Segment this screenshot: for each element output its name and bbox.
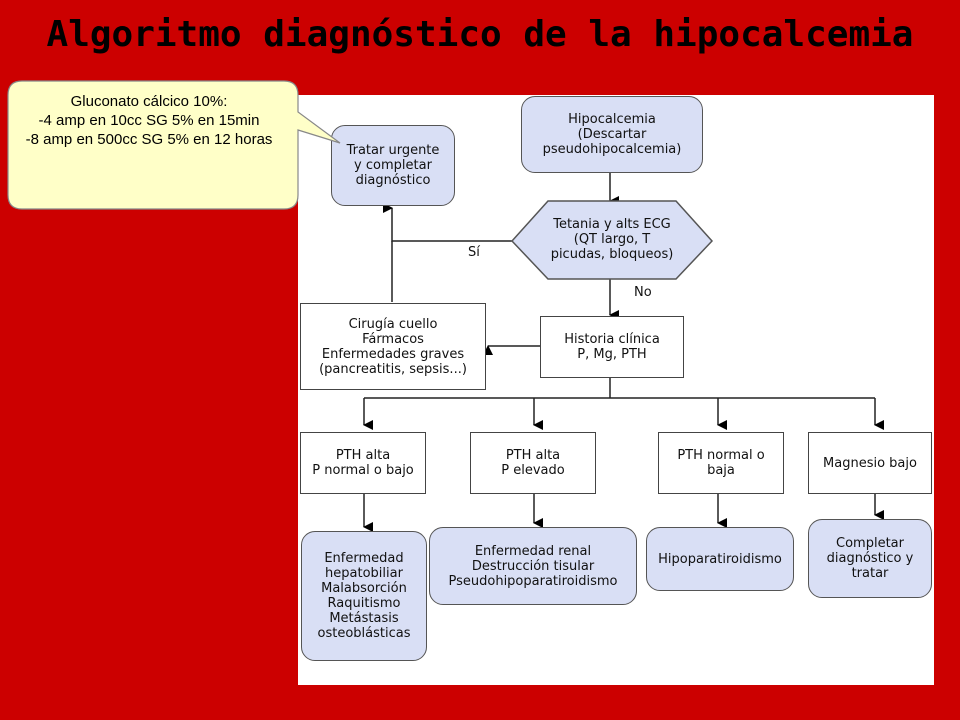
node-enfermedad-renal: Enfermedad renal Destrucción tisular Pse… xyxy=(429,527,637,605)
node-pth-alta-p-normal: PTH alta P normal o bajo xyxy=(300,432,426,494)
node-enfermedad-hepatobiliar: Enfermedad hepatobiliar Malabsorción Raq… xyxy=(301,531,427,661)
node-hipoparatiroidismo: Hipoparatiroidismo xyxy=(646,527,794,591)
node-completar: Completar diagnóstico y tratar xyxy=(808,519,932,598)
node-magnesio-bajo: Magnesio bajo xyxy=(808,432,932,494)
edge-label-si: Sí xyxy=(468,245,480,260)
tetania-decision-shape xyxy=(510,200,714,280)
flowchart-connectors xyxy=(363,173,884,532)
node-tetania: Tetania y alts ECG (QT largo, T picudas,… xyxy=(550,217,674,262)
node-pth-alta-p-elevado: PTH alta P elevado xyxy=(470,432,596,494)
page-title: Algoritmo diagnóstico de la hipocalcemia xyxy=(46,14,914,55)
node-historia: Historia clínica P, Mg, PTH xyxy=(540,316,684,378)
edge-label-no: No xyxy=(634,285,652,300)
node-cirugia: Cirugía cuello Fármacos Enfermedades gra… xyxy=(300,303,486,390)
edge-tetania-tratar xyxy=(383,203,512,242)
node-hipocalcemia: Hipocalcemia (Descartar pseudohipocalcem… xyxy=(521,96,703,173)
node-tratar-urgente: Tratar urgente y completar diagnóstico xyxy=(331,125,455,206)
flowchart-panel: Hipocalcemia (Descartar pseudohipocalcem… xyxy=(298,95,934,685)
callout-text: Gluconato cálcico 10%: -4 amp en 10cc SG… xyxy=(25,93,273,148)
node-pth-normal-baja: PTH normal o baja xyxy=(658,432,784,494)
